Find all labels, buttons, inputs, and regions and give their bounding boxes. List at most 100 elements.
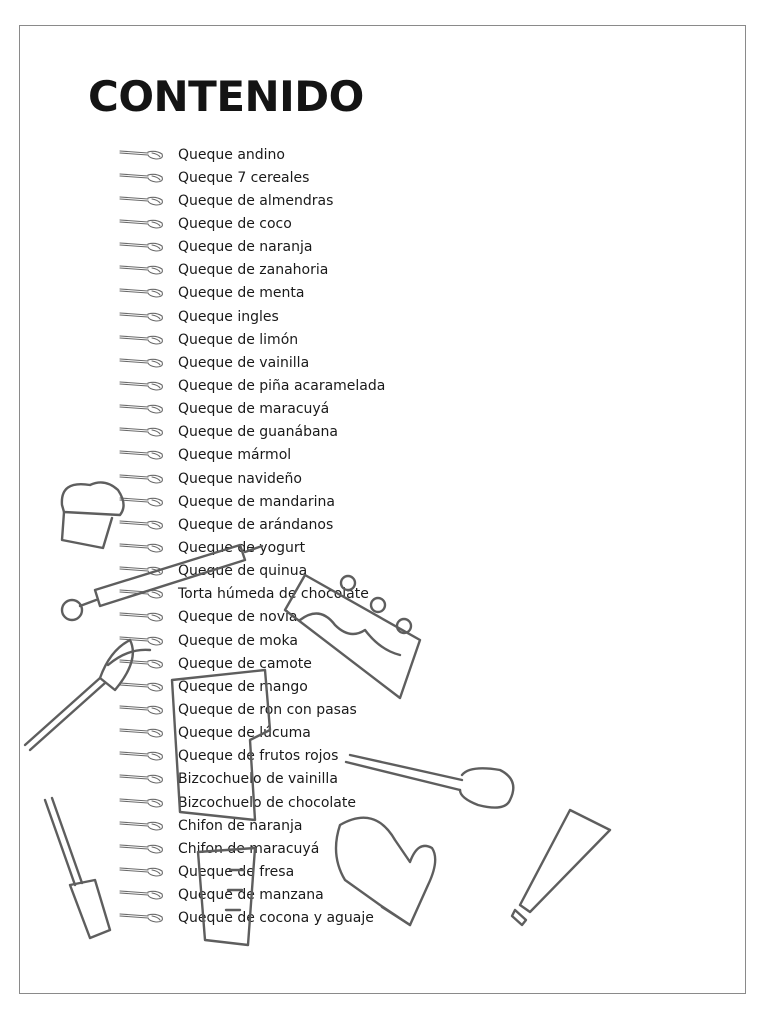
whisk-icon <box>118 263 166 277</box>
list-item: Queque de yogurt <box>118 536 385 559</box>
list-item-label: Queque de mango <box>178 678 308 695</box>
whisk-icon <box>118 819 166 833</box>
whisk-icon <box>118 842 166 856</box>
whisk-icon <box>118 749 166 763</box>
whisk-icon <box>118 402 166 416</box>
list-item: Queque de almendras <box>118 189 385 212</box>
list-item-label: Queque mármol <box>178 447 292 464</box>
list-item-label: Bizcochuelo de chocolate <box>178 794 356 811</box>
list-item-label: Queque de zanahoria <box>178 262 329 279</box>
list-item: Queque de cocona y aguaje <box>118 907 385 930</box>
list-item-label: Queque de mandarina <box>178 493 335 510</box>
list-item: Queque 7 cereales <box>118 166 385 189</box>
list-item: Queque de camote <box>118 652 385 675</box>
whisk-icon <box>118 634 166 648</box>
list-item-label: Queque de vainilla <box>178 354 310 371</box>
list-item-label: Queque de quinua <box>178 563 308 580</box>
list-item: Queque de zanahoria <box>118 259 385 282</box>
whisk-icon <box>118 171 166 185</box>
list-item: Torta húmeda de chocolate <box>118 583 385 606</box>
whisk-icon <box>118 772 166 786</box>
whisk-icon <box>118 148 166 162</box>
list-item-label: Bizcochuelo de vainilla <box>178 771 338 788</box>
list-item-label: Queque de yogurt <box>178 539 306 556</box>
list-item: Queque de manzana <box>118 884 385 907</box>
whisk-icon <box>118 564 166 578</box>
list-item-label: Queque 7 cereales <box>178 169 310 186</box>
list-item: Queque de mango <box>118 675 385 698</box>
list-item-label: Queque de maracuyá <box>178 401 330 418</box>
list-item: Queque de fresa <box>118 860 385 883</box>
whisk-icon <box>118 888 166 902</box>
list-item: Queque de ron con pasas <box>118 698 385 721</box>
list-item: Bizcochuelo de vainilla <box>118 768 385 791</box>
whisk-icon <box>118 310 166 324</box>
list-item: Queque de menta <box>118 282 385 305</box>
list-item: Queque andino <box>118 143 385 166</box>
list-item: Chifon de maracuyá <box>118 837 385 860</box>
list-item: Queque de frutos rojos <box>118 745 385 768</box>
list-item-label: Queque andino <box>178 146 285 163</box>
list-item-label: Queque de naranja <box>178 239 313 256</box>
whisk-icon <box>118 217 166 231</box>
list-item-label: Queque de cocona y aguaje <box>178 910 374 927</box>
list-item: Bizcochuelo de chocolate <box>118 791 385 814</box>
list-item: Queque de naranja <box>118 236 385 259</box>
list-item-label: Queque de ron con pasas <box>178 701 357 718</box>
list-item-label: Queque de lúcuma <box>178 725 311 742</box>
list-item-label: Queque navideño <box>178 470 302 487</box>
list-item: Queque de piña acaramelada <box>118 374 385 397</box>
list-item: Queque de limón <box>118 328 385 351</box>
whisk-icon <box>118 425 166 439</box>
list-item: Queque de mandarina <box>118 490 385 513</box>
whisk-icon <box>118 194 166 208</box>
whisk-icon <box>118 865 166 879</box>
whisk-icon <box>118 286 166 300</box>
list-item-label: Torta húmeda de chocolate <box>178 586 369 603</box>
list-item-label: Queque de guanábana <box>178 424 338 441</box>
list-item-label: Queque de almendras <box>178 192 334 209</box>
list-item-label: Queque de limón <box>178 331 299 348</box>
list-item: Queque de coco <box>118 212 385 235</box>
whisk-icon <box>118 703 166 717</box>
whisk-icon <box>118 541 166 555</box>
list-item: Queque de novia <box>118 606 385 629</box>
list-item-label: Queque de manzana <box>178 887 324 904</box>
whisk-icon <box>118 587 166 601</box>
list-item-label: Queque ingles <box>178 308 279 325</box>
list-item-label: Queque de novia <box>178 609 298 626</box>
list-item-label: Queque de frutos rojos <box>178 748 339 765</box>
list-item: Queque de arándanos <box>118 513 385 536</box>
list-item-label: Queque de coco <box>178 215 292 232</box>
list-item-label: Queque de fresa <box>178 863 295 880</box>
list-item-label: Queque de arándanos <box>178 516 334 533</box>
whisk-icon <box>118 657 166 671</box>
list-item-label: Queque de piña acaramelada <box>178 377 386 394</box>
whisk-icon <box>118 726 166 740</box>
whisk-icon <box>118 333 166 347</box>
list-item: Queque navideño <box>118 467 385 490</box>
list-item: Queque de guanábana <box>118 421 385 444</box>
list-item: Queque de vainilla <box>118 351 385 374</box>
list-item-label: Queque de moka <box>178 632 298 649</box>
list-item: Queque de quinua <box>118 560 385 583</box>
whisk-icon <box>118 356 166 370</box>
list-item: Queque de maracuyá <box>118 398 385 421</box>
list-item: Queque de moka <box>118 629 385 652</box>
whisk-icon <box>118 448 166 462</box>
whisk-icon <box>118 911 166 925</box>
list-item-label: Chifon de maracuyá <box>178 840 320 857</box>
whisk-icon <box>118 240 166 254</box>
list-item: Chifon de naranja <box>118 814 385 837</box>
whisk-icon <box>118 680 166 694</box>
list-item: Queque de lúcuma <box>118 722 385 745</box>
whisk-icon <box>118 379 166 393</box>
whisk-icon <box>118 518 166 532</box>
whisk-icon <box>118 495 166 509</box>
list-item-label: Queque de camote <box>178 655 312 672</box>
whisk-icon <box>118 610 166 624</box>
whisk-icon <box>118 796 166 810</box>
list-item: Queque ingles <box>118 305 385 328</box>
list-item-label: Chifon de naranja <box>178 817 303 834</box>
